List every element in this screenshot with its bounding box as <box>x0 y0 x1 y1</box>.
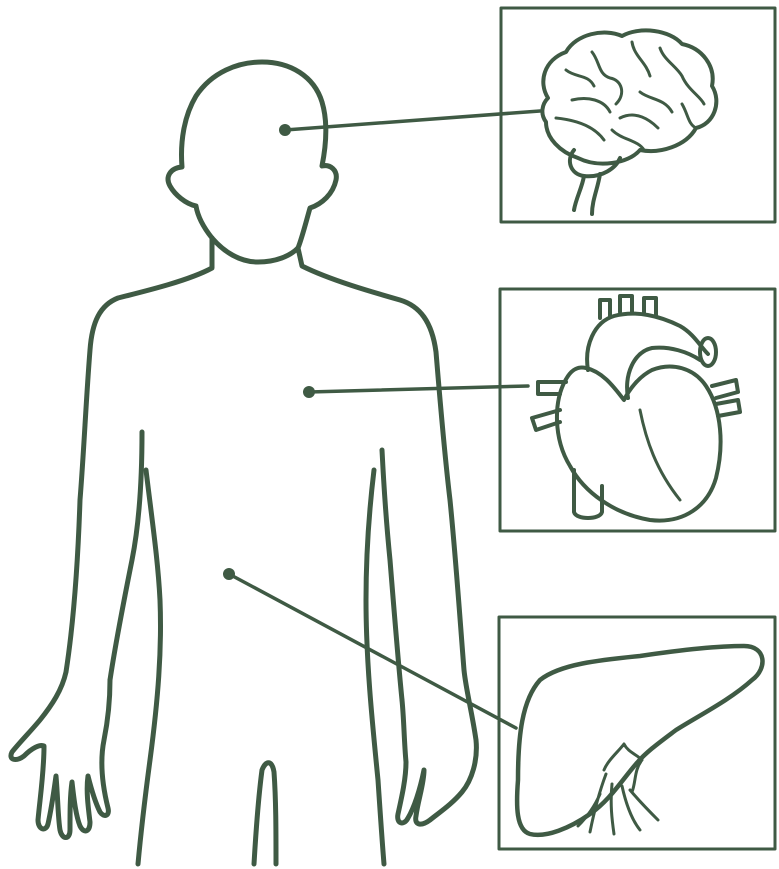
connector-lines <box>229 111 540 728</box>
left-inner-arm <box>110 432 142 680</box>
left-torso-outline <box>138 470 161 864</box>
heart-septum <box>640 410 680 500</box>
liver-panel <box>499 617 775 849</box>
liver-outline <box>517 646 762 835</box>
inner-leg-outline <box>254 763 276 864</box>
heart-marker <box>303 386 315 398</box>
liver-icon <box>517 646 762 835</box>
chin-outline <box>212 238 298 262</box>
heart-aorta <box>587 314 708 398</box>
left-side-outline <box>11 238 212 838</box>
brain-marker <box>279 124 291 136</box>
heart-icon <box>532 296 740 521</box>
liver-marker <box>223 568 235 580</box>
heart-connector-line <box>309 386 528 392</box>
brain-folds <box>556 42 704 150</box>
head-outline <box>168 62 336 248</box>
human-body-outline <box>11 62 476 864</box>
brain-icon <box>542 30 716 214</box>
heart-panel <box>500 289 775 531</box>
right-torso-outline <box>366 470 384 864</box>
heart-body <box>557 367 721 521</box>
brain-stem <box>574 174 600 214</box>
organ-markers <box>223 124 315 580</box>
brain-outline <box>542 30 716 163</box>
